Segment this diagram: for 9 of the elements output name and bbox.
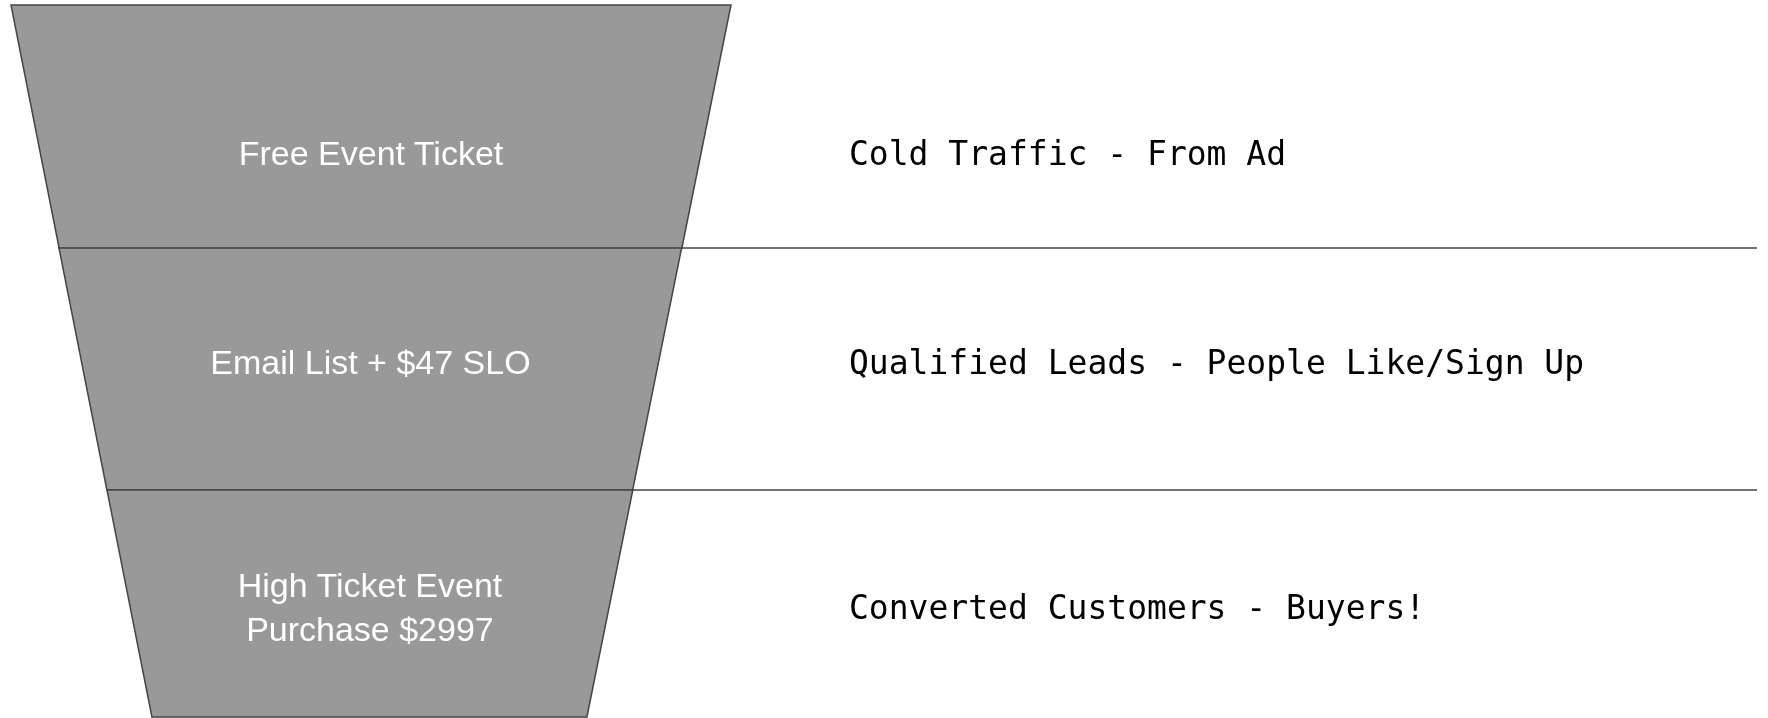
- stage-description: Cold Traffic - From Ad: [849, 133, 1287, 173]
- stage-label: High Ticket Event Purchase $2997: [236, 565, 504, 650]
- stage-label: Email List + $47 SLO: [210, 342, 531, 383]
- funnel-stage: [107, 490, 633, 717]
- stage-description: Converted Customers - Buyers!: [849, 587, 1426, 627]
- stage-description: Qualified Leads - People Like/Sign Up: [849, 342, 1585, 382]
- funnel-stage: [59, 248, 682, 490]
- funnel-stage: [11, 4, 731, 248]
- stage-label: Free Event Ticket: [238, 133, 504, 174]
